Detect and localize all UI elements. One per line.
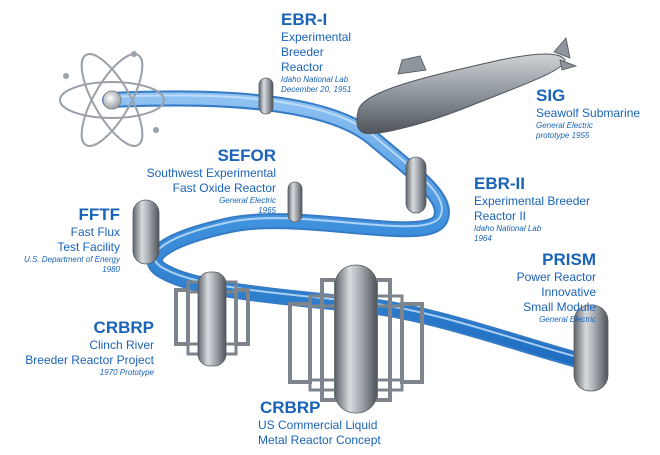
prism-acronym: PRISM: [542, 250, 596, 269]
sig-label: SIG Seawolf Submarine General Electric p…: [536, 86, 658, 141]
sefor-note-line: 1965: [258, 206, 276, 215]
crbrp1-acronym: CRBRP: [93, 318, 154, 337]
crbrp1-desc-line: Clinch River: [89, 338, 154, 352]
fftf-desc-line: Fast Flux: [70, 225, 120, 239]
ebr2-note-line: 1964: [474, 234, 492, 243]
ebr2-desc-line: Reactor II: [474, 209, 527, 223]
prism-reactor-icon: [573, 304, 609, 392]
ebr1-desc-line: Reactor: [281, 60, 324, 74]
crbrp1-desc-line: Breeder Reactor Project: [25, 353, 154, 367]
crbrp-commercial-label: CRBRP US Commercial Liquid Metal Reactor…: [258, 398, 428, 448]
ebr2-desc-line: Experimental Breeder: [474, 194, 591, 208]
fftf-note-line: U.S. Department of Energy: [23, 255, 120, 264]
crbrp2-desc-line: US Commercial Liquid: [258, 418, 378, 432]
prism-label: PRISM Power Reactor Innovative Small Mod…: [450, 250, 596, 325]
crbrp-prototype-reactor-icon: [174, 271, 250, 367]
ebr2-label: EBR-II Experimental Breeder Reactor II I…: [474, 174, 624, 244]
fftf-label: FFTF Fast Flux Test Facility U.S. Depart…: [4, 205, 120, 275]
ebr1-note-line: Idaho National Lab: [281, 75, 349, 84]
ebr1-acronym: EBR-I: [281, 10, 328, 29]
fftf-note-line: 1980: [102, 265, 120, 274]
ebr2-reactor-icon: [405, 156, 427, 214]
crbrp-prototype-label: CRBRP Clinch River Breeder Reactor Proje…: [2, 318, 154, 378]
sefor-desc-line: Fast Oxide Reactor: [172, 181, 276, 195]
ebr1-note-line: December 20, 1951: [281, 85, 352, 94]
crbrp2-desc-line: Metal Reactor Concept: [258, 433, 381, 447]
sig-note-line: prototype 1955: [536, 131, 590, 140]
sefor-desc-line: Southwest Experimental: [146, 166, 276, 180]
sefor-note-line: General Electric: [219, 196, 276, 205]
prism-desc-line: Innovative: [541, 285, 596, 299]
ebr1-label: EBR-I Experimental Breeder Reactor Idaho…: [281, 10, 411, 95]
sig-note-line: General Electric: [536, 121, 593, 130]
crbrp-commercial-reactor-icon: [288, 264, 424, 414]
sefor-reactor-icon: [287, 181, 303, 223]
prism-note-line: General Electric: [539, 315, 596, 324]
crbrp1-note-line: 1970 Prototype: [99, 368, 154, 377]
ebr1-desc-line: Experimental: [281, 30, 352, 44]
fftf-acronym: FFTF: [78, 205, 120, 224]
crbrp2-acronym: CRBRP: [260, 398, 321, 417]
ebr2-note-line: Idaho National Lab: [474, 224, 542, 233]
prism-desc-line: Power Reactor: [516, 270, 596, 284]
fftf-desc-line: Test Facility: [57, 240, 120, 254]
ebr1-reactor-icon: [258, 77, 274, 115]
ebr2-acronym: EBR-II: [474, 174, 525, 193]
fftf-reactor-icon: [132, 199, 160, 265]
prism-desc-line: Small Module: [523, 300, 596, 314]
ebr1-desc-line: Breeder: [281, 45, 324, 59]
seawolf-submarine-icon: [356, 37, 578, 135]
sefor-label: SEFOR Southwest Experimental Fast Oxide …: [128, 146, 276, 216]
sig-acronym: SIG: [536, 86, 566, 105]
sig-desc-line: Seawolf Submarine: [536, 106, 641, 120]
sefor-acronym: SEFOR: [217, 146, 276, 165]
